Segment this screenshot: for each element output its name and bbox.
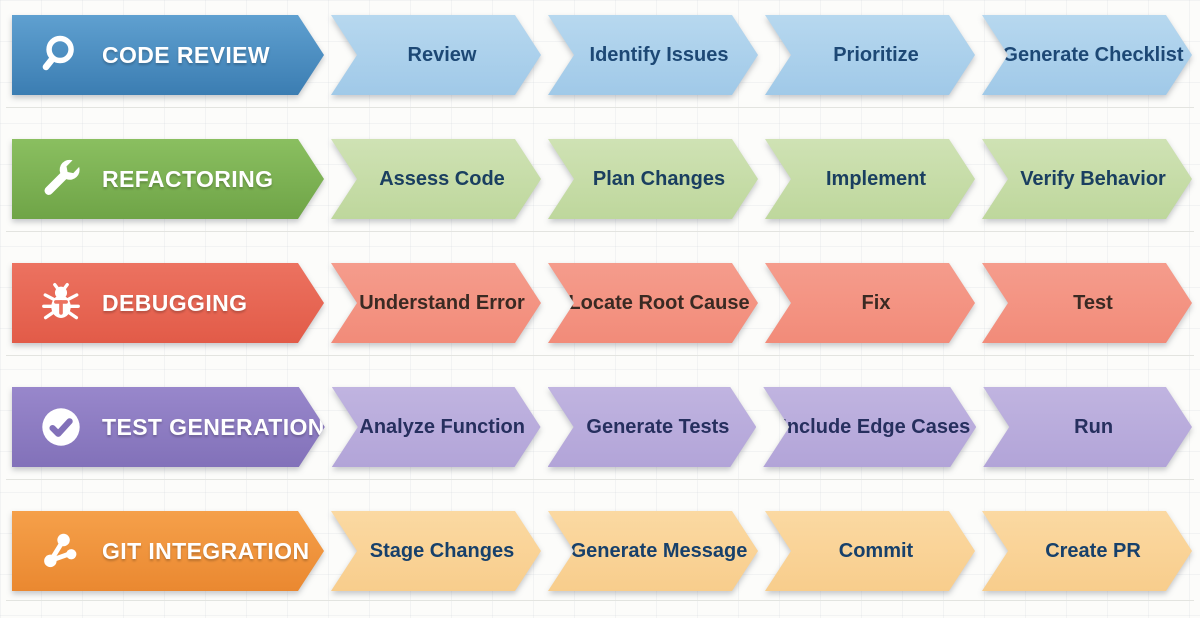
workflow-row-git-integration: GIT INTEGRATION Stage Changes Generate M… xyxy=(12,511,1192,591)
step-chevron: Run xyxy=(983,387,1192,467)
git-integration-header: GIT INTEGRATION xyxy=(12,511,324,591)
step-label: Verify Behavior xyxy=(1020,167,1166,190)
header-title: DEBUGGING xyxy=(102,289,248,316)
step-chevron: Locate Root Cause xyxy=(548,263,758,343)
git-branch-icon xyxy=(38,528,84,574)
refactoring-header: REFACTORING xyxy=(12,139,324,219)
step-label: Commit xyxy=(838,539,914,562)
step-label: Plan Changes xyxy=(592,167,726,190)
workflow-row-test-generation: TEST GENERATION Analyze Function Generat… xyxy=(12,387,1192,467)
step-chevron: Assess Code xyxy=(331,139,541,219)
wrench-icon xyxy=(38,156,84,202)
step-label: Include Edge Cases xyxy=(781,415,971,438)
test-generation-header: TEST GENERATION xyxy=(12,387,325,467)
ribbon-fold xyxy=(24,482,50,494)
step-chevron: Generate Tests xyxy=(548,387,757,467)
step-chevron: Stage Changes xyxy=(331,511,541,591)
ribbon-fold xyxy=(24,110,50,122)
step-label: Review xyxy=(407,43,477,66)
workflow-row-refactoring: REFACTORING Assess Code Plan Changes Imp… xyxy=(12,139,1192,219)
step-chevron: Review xyxy=(331,15,541,95)
step-label: Create PR xyxy=(1045,539,1141,562)
header-title: REFACTORING xyxy=(102,165,274,192)
step-chevron: Fix xyxy=(765,263,975,343)
step-chevron: Commit xyxy=(765,511,975,591)
step-chevron: Verify Behavior xyxy=(982,139,1192,219)
step-label: Run xyxy=(1074,415,1114,438)
step-label: Analyze Function xyxy=(359,415,525,438)
step-label: Assess Code xyxy=(379,167,505,190)
row-divider xyxy=(6,231,1194,232)
step-label: Fix xyxy=(861,291,891,314)
step-chevron: Analyze Function xyxy=(332,387,541,467)
header-title: GIT INTEGRATION xyxy=(102,537,310,564)
header-title: CODE REVIEW xyxy=(102,41,270,68)
code-review-header: CODE REVIEW xyxy=(12,15,324,95)
step-chevron: Test xyxy=(982,263,1192,343)
ribbon-fold xyxy=(24,606,50,618)
step-chevron: Prioritize xyxy=(765,15,975,95)
step-label: Understand Error xyxy=(359,291,525,314)
step-chevron: Implement xyxy=(765,139,975,219)
step-label: Generate Tests xyxy=(586,415,730,438)
step-chevron: Create PR xyxy=(982,511,1192,591)
workflow-row-code-review: CODE REVIEW Review Identify Issues Prior… xyxy=(12,15,1192,95)
step-label: Prioritize xyxy=(833,43,919,66)
bug-icon xyxy=(38,280,84,326)
row-divider xyxy=(6,479,1194,480)
ribbon-fold xyxy=(24,358,50,370)
check-circle-icon xyxy=(38,404,84,450)
step-label: Test xyxy=(1073,291,1113,314)
step-chevron: Plan Changes xyxy=(548,139,758,219)
row-divider xyxy=(6,107,1194,108)
ribbon-fold xyxy=(24,234,50,246)
debugging-header: DEBUGGING xyxy=(12,263,324,343)
workflow-row-debugging: DEBUGGING Understand Error Locate Root C… xyxy=(12,263,1192,343)
step-label: Locate Root Cause xyxy=(568,291,750,314)
row-divider xyxy=(6,355,1194,356)
step-chevron: Generate Checklist xyxy=(982,15,1192,95)
step-label: Generate Checklist xyxy=(1002,43,1184,66)
magnifier-icon xyxy=(38,32,84,78)
step-chevron: Generate Message xyxy=(548,511,758,591)
step-label: Identify Issues xyxy=(589,43,729,66)
header-title: TEST GENERATION xyxy=(102,413,325,440)
step-label: Implement xyxy=(825,167,927,190)
step-label: Generate Message xyxy=(570,539,748,562)
step-chevron: Identify Issues xyxy=(548,15,758,95)
row-divider xyxy=(6,600,1194,601)
step-label: Stage Changes xyxy=(369,539,515,562)
step-chevron: Include Edge Cases xyxy=(763,387,976,467)
step-chevron: Understand Error xyxy=(331,263,541,343)
